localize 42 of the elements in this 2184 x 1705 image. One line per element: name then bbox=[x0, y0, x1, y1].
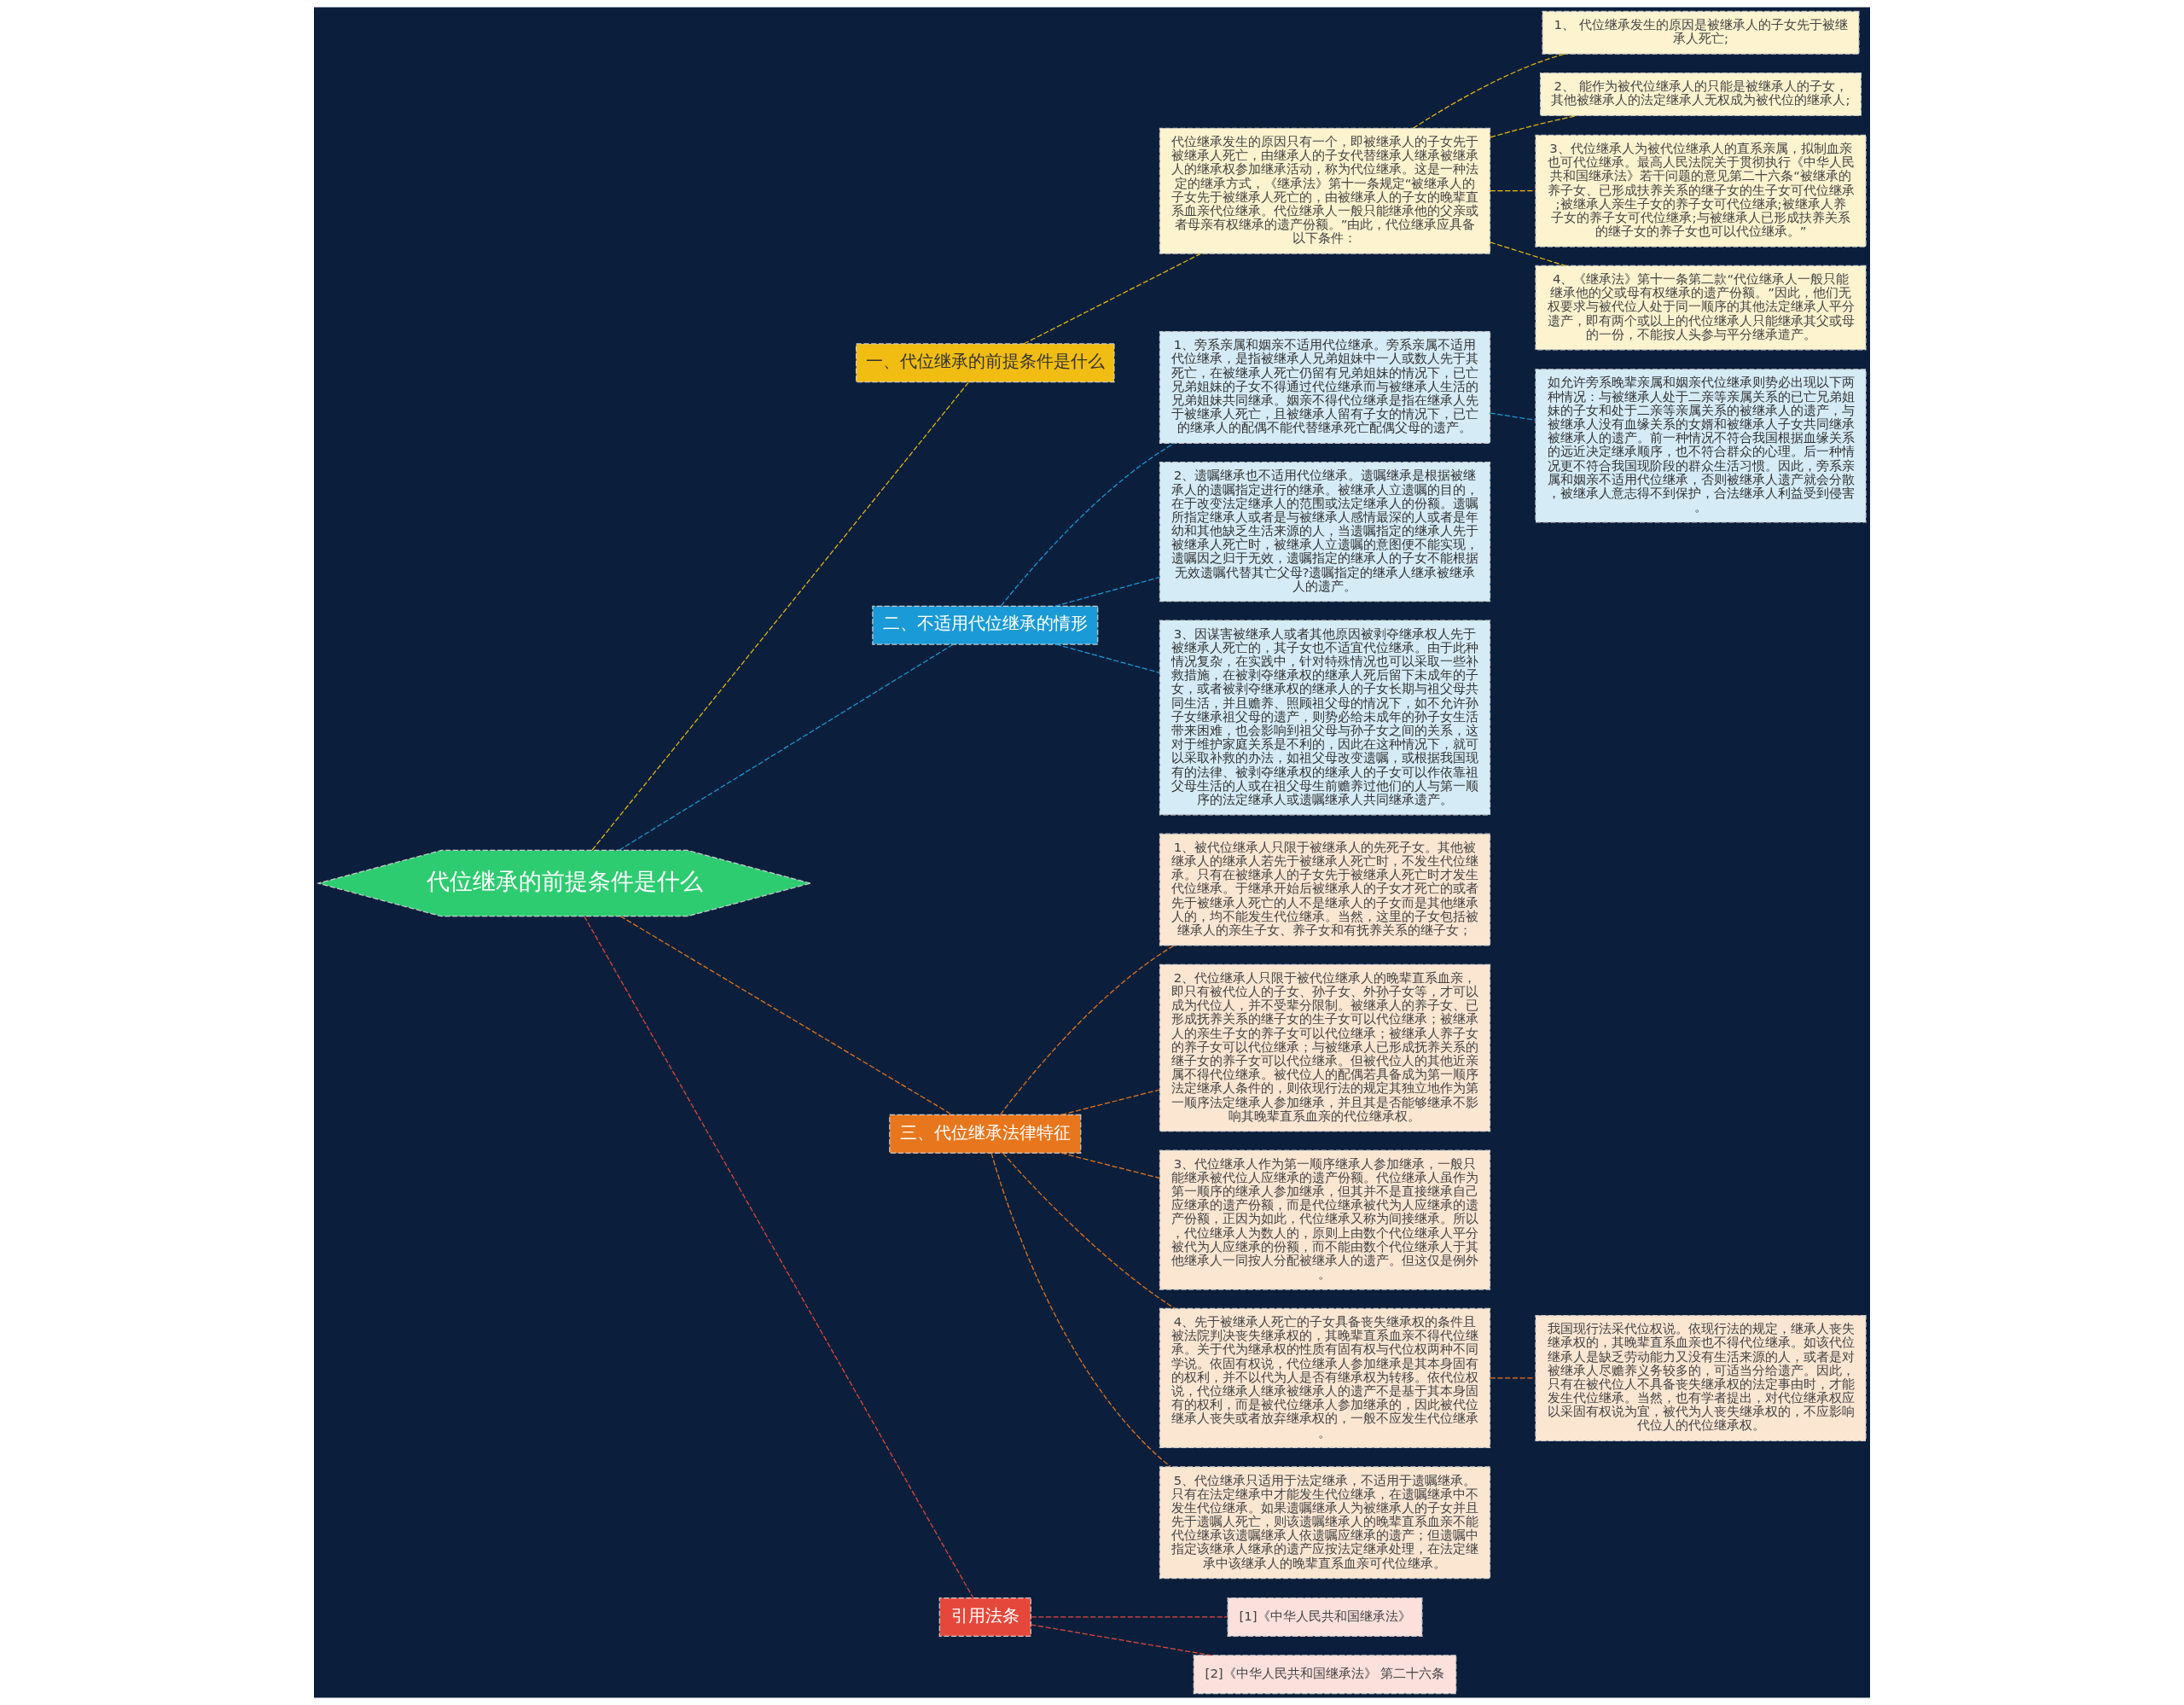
connector bbox=[1490, 412, 1536, 421]
connector bbox=[1060, 1152, 1160, 1179]
connector bbox=[619, 643, 954, 851]
node-box: 三、代位继承法律特征 bbox=[889, 1114, 1082, 1154]
node-box: 我国现行法采代位权说。依现行法的规定，继承人丧失继承权的，其晚辈直系血亲也不得代位继承。如该代位继承人是缺乏劳动能力又没有生活来源的人，或者是对被继承人尽赡养义务较多的，可适当分给遗产。因此，只有在被代位人不具备丧失继承权的法定事由时，才能发生代位继承。当然，也有学者提出，对代位继承权应以采固有权说为宜，被代为人丧失继承权的，不应影响代位人的代位继承权。 bbox=[1535, 1314, 1867, 1441]
connector bbox=[1490, 114, 1578, 138]
connector bbox=[1054, 576, 1160, 607]
connector bbox=[1055, 643, 1160, 673]
connector bbox=[619, 916, 953, 1115]
connector bbox=[1490, 241, 1566, 266]
connector bbox=[1030, 1616, 1228, 1618]
node-box: 2、遗嘱继承也不适用代位继承。遗嘱继承是根据被继承人的遗嘱指定进行的继承。被继承人立遗嘱的目的，在于改变法定继承人的范围或法定继承人的份额。遗嘱所指定继承人或者是与被继承人感情最深的人或者是年幼和其他缺乏生活来源的人，当遗嘱指定的继承人先于被继承人死亡时，被继承人立遗嘱的意图便不能实现，遗嘱因之归于无效，遗嘱指定的继承人的子女不能根据无效遗嘱代替其亡父母?遗嘱指定的继承人继承被继承人的遗产。 bbox=[1159, 462, 1491, 602]
connector bbox=[1000, 442, 1176, 607]
node-box: 代位继承发生的原因只有一个，即被继承人的子女先于被继承人死亡，由继承人的子女代替继承人继承被继承人的继承权参加继承活动，称为代位继承。这是一种法定的继承方式，《继承法》第十一条规定“被继承人的子女先于被继承人死亡的，由被继承人的子女的晚辈直系血亲代位继承。代位继承人一般只能继承他的父亲或者母亲有权继承的遗产份额。”由此，代位继承应具备以下条件： bbox=[1159, 127, 1491, 254]
node-box: 如允许旁系晚辈亲属和姻亲代位继承则势必出现以下两种情况：与被继承人处于二亲等亲属关系的已亡兄弟姐妹的子女和处于二亲等亲属关系的被继承人的遗产，与被继承人没有血缘关系的女婿和被继承人子女共同继承被继承人的遗产。前一种情况不符合我国根据血缘关系的远近决定继承顺序，也不符合群众的心理。后一种情况更不符合我国现阶段的群众生活习惯。因此，旁系亲属和姻亲不适用代位继承，否则被继承人遗产就会分散，被继承人意志得不到保护，合法继承人利益受到侵害。 bbox=[1535, 369, 1867, 523]
node-box: 2、代位继承人只限于被代位继承人的晚辈直系血亲，即只有被代位人的子女、孙子女、外孙子女等，才可以成为代位人，并不受辈分限制。被继承人的养子女、已形成抚养关系的继子女的生子女可以代位继承；被继承人的亲生子女的养子女可以代位继承；被继承人养子女的养子女可以代位继承；与被继承人已形成抚养关系的继子女的养子女可以代位继承。但被代位人的其他近亲属不得代位继承。被代位人的配偶若具备成为第一顺序法定继承人条件的，则依现行法的规定其独立地作为第一顺序法定继承人参加继承，并且其是否能够继承不影响其晚辈直系血亲的代位继承权。 bbox=[1159, 963, 1491, 1132]
node-box: 4、先于被继承人死亡的子女具备丧失继承权的条件且被法院判决丧失继承权的，其晚辈直系血亲不得代位继承。关于代为继承权的性质有固有权与代位权两种不同学说。依固有权说，代位继承人参加继承是其本身固有的权利，并不以代为人是否有继承权为转移。依代位权说，代位继承人继承被继承人的遗产不是基于其本身固有的权利，而是被代位继承人参加继承的，因此被代位继承人丧失或者放弃继承权的，一般不应发生代位继承。 bbox=[1159, 1307, 1491, 1449]
node-box: [2]《中华人民共和国继承法》 第二十六条 bbox=[1193, 1655, 1457, 1695]
node-box: 5、代位继承只适用于法定继承，不适用于遗嘱继承。只有在法定继承中才能发生代位继承，在遗嘱继承中不发生代位继承。如果遗嘱继承人为被继承人的子女并且先于遗嘱人死亡，则该遗嘱继承人的晚辈直系血亲不能代位继承该遗嘱继承人依遗嘱应继承的遗产；但遗嘱中指定该继承人继承的遗产应按法定继承处理，在法定继承中该继承人的晚辈直系血亲可代位继承。 bbox=[1159, 1466, 1491, 1580]
connector bbox=[1030, 1624, 1212, 1656]
node-box: 4、《继承法》第十一条第二款“代位继承人一般只能继承他的父或母有权继承的遗产份额。”因此，他们无权要求与被代位人处于同一顺序的其他法定继承人平分遗产，即有两个或以上的代位继承人只能继承其父或母的一份，不能按人头参与平分继承遣产。 bbox=[1535, 265, 1867, 351]
node-box: 3、因谋害被继承人或者其他原因被剥夺继承权人先于被继承人死亡的，其子女也不适宜代位继承。由于此种情况复杂，在实践中，针对特殊情况也可以采取一些补救措施，在被剥夺继承权的继承人死后留下未成年的子女，或者被剥夺继承权的继承人的子女长期与祖父母共同生活，并且赡养、照顾祖父母的情况下，如不允许孙子女继承祖父母的遗产，则势必给未成年的孙子女生活带来困难，也会影响到祖父母与孙子女之间的关系，这对于维护家庭关系是不利的，因此在这种情况下，就可以采取补救的办法，如祖父母改变遗嘱，或根据我国现有的法律、被剥夺继承权的继承人的子女可以作依靠祖父母生活的人或在祖父母生前赡养过他们的人与第一顺序的法定继承人或遗嘱继承人共同继承遗产。 bbox=[1159, 620, 1491, 816]
connector bbox=[990, 1152, 1171, 1468]
connector bbox=[1002, 1152, 1176, 1310]
connector bbox=[1000, 945, 1175, 1115]
node-box: 1、 代位继承发生的原因是被继承人的子女先于被继承人死亡; bbox=[1542, 10, 1860, 55]
node-box: [1]《中华人民共和国继承法》 bbox=[1227, 1597, 1423, 1637]
node-box: 1、旁系亲属和姻亲不适用代位继承。旁系亲属不适用代位继承，是指被继承人兄弟姐妹中一人或数人先于其死亡，在被继承人死亡仍留有兄弟姐妹的情况下，已亡兄弟姐妹的子女不得通过代位继承而与被继承人生活的兄弟姐妹共同继承。姻亲不得代位继承是指在继承人先于被继承人死亡，且被继承人留有子女的情况下，已亡的继承人的配偶不能代替继承死亡配偶父母的遗产。 bbox=[1159, 331, 1491, 444]
node-box: 引用法条 bbox=[938, 1597, 1031, 1637]
connector bbox=[1490, 1377, 1536, 1379]
connector bbox=[591, 381, 969, 851]
connector bbox=[1060, 1089, 1160, 1115]
node-box: 3、代位继承人作为第一顺序继承人参加继承，一般只能继承被代位人应继承的遗产份额。代位继承人虽作为第一顺序的继承人参加继承，但其并不是直接继承自己应继承的遗产份额，而是代位继承被代为人应继承的遗产份额，正因为如此，代位继承又称为间接继承。所以，代位继承人为数人的，原则上由数个代位继承人平分被代为人应继承的份额，而不能由数个代位继承人于其他继承人一同按人分配被继承人的遗产。但这仅是例外。 bbox=[1159, 1149, 1491, 1290]
node-box: 2、 能作为被代位继承人的只能是被继承人的子女，其他被继承人的法定继承人无权成为被代位的继承人; bbox=[1540, 73, 1862, 116]
connector bbox=[1412, 53, 1565, 129]
connector bbox=[1490, 190, 1536, 192]
connector bbox=[1023, 253, 1201, 345]
node-box: 3、代位继承人为被代位继承人的直系亲属，拟制血亲也可代位继承。最高人民法院关于贯彻执行《中华人民共和国继承法》若干问题的意见第二十六条“被继承的养子女、已形成扶养关系的继子女的生子女可代位继承;被继承人亲生子女的养子女可代位继承;被继承人养子女的养子女可代位继承;与被继承人已形成扶养关系的继子女的养子女也可以代位继承。” bbox=[1535, 134, 1867, 247]
node-box: 1、被代位继承人只限于被继承人的先死子女。其他被继承人的继承人若先于被继承人死亡时，不发生代位继承。只有在被继承人的子女先于被继承人死亡时才发生代位继承。于继承开始后被继承人的子女才死亡的或者先于被继承人死亡的人不是继承人的子女而是其他继承人的，均不能发生代位继承。当然，这里的子女包括被继承人的亲生子女、养子女和有抚养关系的继子女； bbox=[1159, 833, 1491, 946]
node-box: 一、代位继承的前提条件是什么 bbox=[856, 343, 1115, 383]
connector bbox=[584, 916, 974, 1598]
node-box: 二、不适用代位继承的情形 bbox=[872, 605, 1099, 645]
